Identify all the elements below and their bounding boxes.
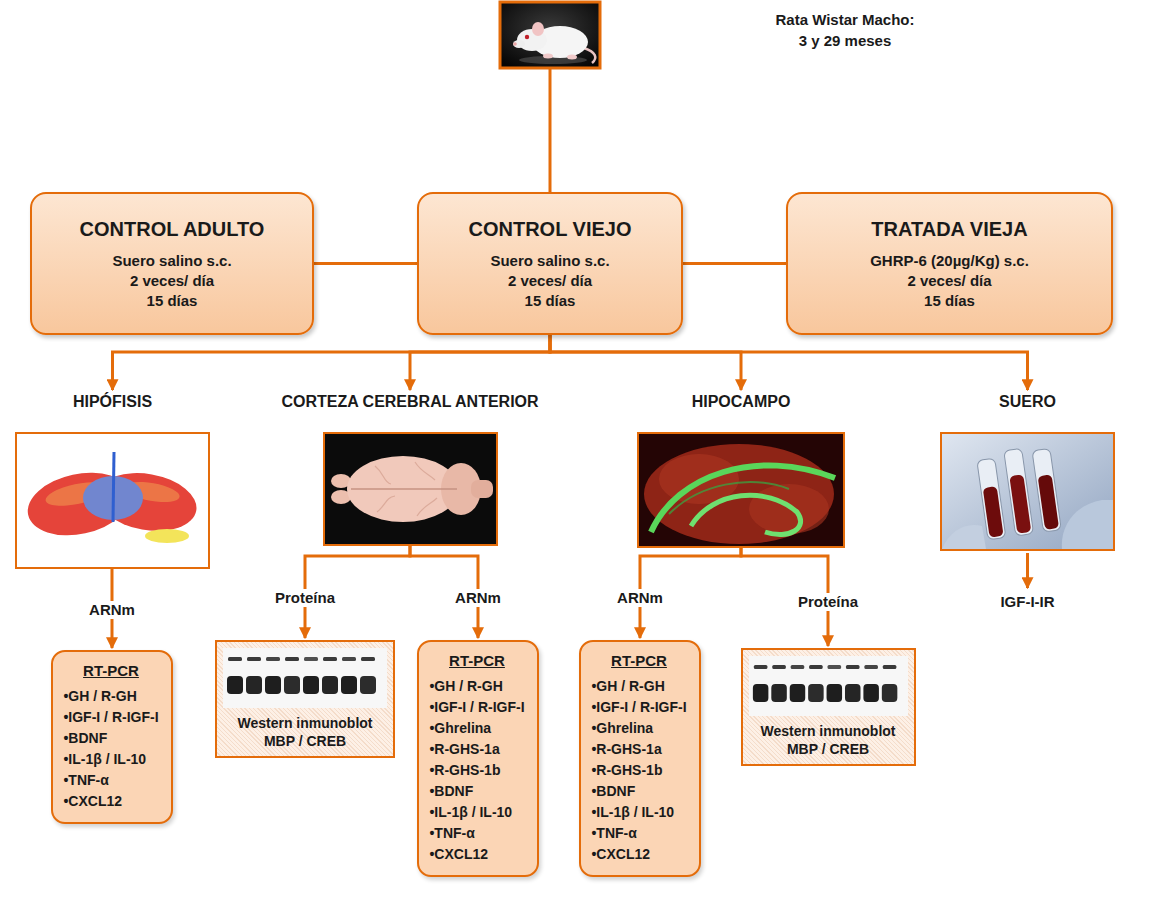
list-item: •GH / R-GH <box>429 676 524 697</box>
edge-label: ARNm <box>614 589 666 607</box>
group-detail: 2 veces/ día <box>907 271 991 291</box>
list-item: •BDNF <box>429 781 524 802</box>
list-item: •TNF-α <box>63 770 158 791</box>
group-detail: 15 días <box>525 291 576 311</box>
tissue-panel: HIPÓFISIS <box>15 392 210 569</box>
group-detail: 2 veces/ día <box>130 271 214 291</box>
list-item: •Ghrelina <box>429 718 524 739</box>
list-item: •CXCL12 <box>429 844 524 865</box>
caption-text: 3 y 29 meses <box>799 31 892 51</box>
group-box: CONTROL ADULTO Suero salino s.c.2 veces/ … <box>30 192 314 335</box>
group-title: TRATADA VIEJA <box>871 217 1027 241</box>
list-title: RT-PCR <box>429 650 524 672</box>
group-detail: 15 días <box>147 291 198 311</box>
list-title: RT-PCR <box>63 660 158 682</box>
tissue-panel: HIPOCAMPO <box>637 392 845 548</box>
list-item: •BDNF <box>591 781 686 802</box>
tissue-title: HIPOCAMPO <box>637 392 845 412</box>
connector <box>550 335 1028 390</box>
caption-text: IGF-I-IR <box>1000 592 1054 612</box>
list-item: •GH / R-GH <box>63 686 158 707</box>
list-item: •IL-1β / IL-10 <box>591 802 686 823</box>
western-blot-box: Western inmunoblotMBP / CREB <box>215 640 395 758</box>
western-blot-image <box>749 656 908 716</box>
tissue-title: SUERO <box>940 392 1115 412</box>
pituitary-illustration <box>17 434 208 567</box>
list-item: •TNF-α <box>591 823 686 844</box>
list-item: •Ghrelina <box>591 718 686 739</box>
edge-label: ARNm <box>452 589 504 607</box>
list-item: •IL-1β / IL-10 <box>429 802 524 823</box>
group-box: CONTROL VIEJO Suero salino s.c.2 veces/ d… <box>417 192 683 335</box>
hippocampus-illustration <box>639 434 843 546</box>
rtpcr-list-box: RT-PCR •GH / R-GH•IGF-I / R-IGF-I•Ghrelin… <box>579 640 700 877</box>
list-item: •IGF-I / R-IGF-I <box>63 707 158 728</box>
leader-arrow <box>1026 553 1029 588</box>
western-blot-box: Western inmunoblotMBP / CREB <box>741 648 916 766</box>
list-item: •GH / R-GH <box>591 676 686 697</box>
group-detail: 2 veces/ día <box>508 271 592 291</box>
list-item: •BDNF <box>63 728 158 749</box>
image-frame <box>637 432 845 548</box>
group-box: TRATADA VIEJA GHRP-6 (20µg/Kg) s.c.2 vece… <box>786 192 1113 335</box>
group-detail: 15 días <box>924 291 975 311</box>
list-item: •R-GHS-1b <box>591 760 686 781</box>
image-frame <box>940 432 1115 551</box>
list-item: •CXCL12 <box>591 844 686 865</box>
western-blot-image <box>223 648 387 708</box>
western-text: MBP / CREB <box>223 732 387 750</box>
serum-tubes-illustration <box>942 434 1113 549</box>
edge-label: ARNm <box>86 601 138 619</box>
connector <box>314 262 417 265</box>
western-text: MBP / CREB <box>749 740 908 758</box>
connector <box>410 335 550 390</box>
edge-label: Proteína <box>272 589 338 607</box>
list-item: •CXCL12 <box>63 791 158 812</box>
list-item: •R-GHS-1a <box>591 739 686 760</box>
list-item: •IL-1β / IL-10 <box>63 749 158 770</box>
tissue-panel: SUERO <box>940 392 1115 551</box>
list-item: •IGF-I / R-IGF-I <box>429 697 524 718</box>
list-item: •TNF-α <box>429 823 524 844</box>
group-title: CONTROL VIEJO <box>469 217 632 241</box>
image-frame <box>15 432 210 569</box>
list-title: RT-PCR <box>591 650 686 672</box>
rat-link-line <box>549 69 552 192</box>
connector <box>683 262 786 265</box>
group-detail: GHRP-6 (20µg/Kg) s.c. <box>870 251 1029 271</box>
tissue-title: HIPÓFISIS <box>15 392 210 412</box>
list-item: •IGF-I / R-IGF-I <box>591 697 686 718</box>
brain-illustration <box>325 434 496 544</box>
western-text: Western inmunoblot <box>749 722 908 740</box>
list-item: •R-GHS-1a <box>429 739 524 760</box>
connector <box>550 335 741 390</box>
tissue-panel: CORTEZA CEREBRAL ANTERIOR <box>235 392 585 546</box>
rtpcr-list-box: RT-PCR •GH / R-GH•IGF-I / R-IGF-I•Ghrelin… <box>417 640 538 877</box>
rtpcr-list-box: RT-PCR •GH / R-GH•IGF-I / R-IGF-I•BDNF•IL… <box>51 650 172 824</box>
connector <box>113 335 551 390</box>
group-title: CONTROL ADULTO <box>80 217 265 241</box>
caption-text: Rata Wistar Macho: <box>775 10 914 30</box>
tissue-title: CORTEZA CEREBRAL ANTERIOR <box>235 392 585 412</box>
group-detail: Suero salino s.c. <box>490 251 609 271</box>
image-frame <box>323 432 498 546</box>
western-text: Western inmunoblot <box>223 714 387 732</box>
group-detail: Suero salino s.c. <box>112 251 231 271</box>
edge-label: Proteína <box>795 593 861 611</box>
list-item: •R-GHS-1b <box>429 760 524 781</box>
